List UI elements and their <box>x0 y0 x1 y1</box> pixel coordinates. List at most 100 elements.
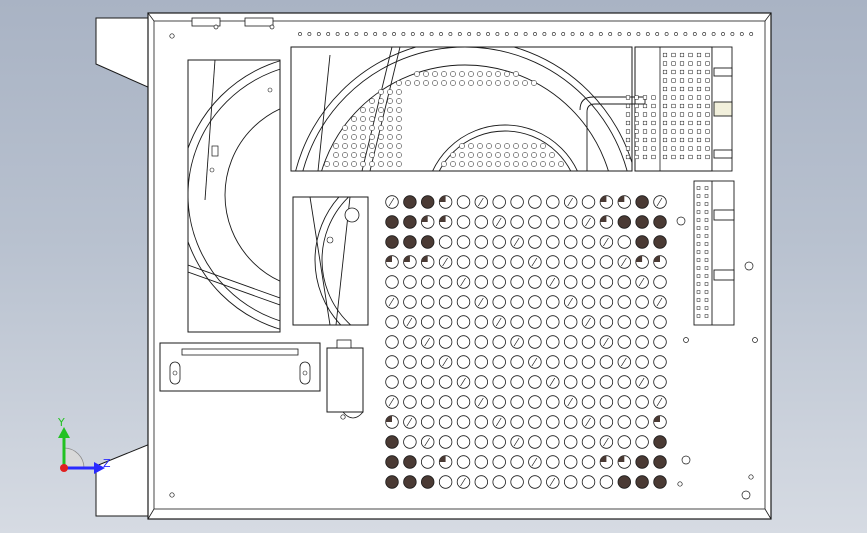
rail-hole <box>696 210 701 214</box>
perf-hole <box>696 146 702 151</box>
grille-hole-outline <box>385 375 399 389</box>
grille-hole <box>546 395 560 409</box>
grille-hole <box>378 161 384 167</box>
grille-hole-partial-shade <box>421 255 428 262</box>
grille-hole-edge <box>585 317 591 327</box>
rail-hole <box>696 274 701 278</box>
grille-hole-outline <box>528 235 542 249</box>
grille-hole <box>385 475 399 489</box>
grille-hole <box>492 335 506 349</box>
grille-hole <box>438 275 453 289</box>
grille-hole-edge <box>478 397 484 407</box>
grille-hole <box>528 415 542 429</box>
grille-hole-partial-shade <box>439 455 446 462</box>
grille-hole <box>360 107 366 113</box>
grille-hole-outline <box>581 375 596 389</box>
grille-hole <box>474 395 489 409</box>
grille-hole-outline <box>581 395 596 409</box>
grille-hole-shaded <box>403 215 417 229</box>
grille-hole <box>477 71 483 77</box>
perf-hole <box>688 69 693 75</box>
grille-hole-outline <box>599 475 614 489</box>
grille-hole <box>581 455 596 469</box>
rivet <box>335 32 340 36</box>
rivet <box>749 32 754 36</box>
perf-hole <box>662 154 668 160</box>
grille-hole-outline <box>510 435 524 449</box>
perf-hole <box>651 146 656 151</box>
rivet <box>730 32 735 36</box>
grille-hole <box>438 335 453 349</box>
perf-hole <box>662 95 668 100</box>
grille-hole-outline <box>456 455 471 469</box>
left-flange-top <box>95 17 151 89</box>
grille-hole-partial-shade <box>600 215 607 222</box>
grille-hole <box>378 89 384 95</box>
grille-hole <box>581 255 596 269</box>
grille-hole <box>635 295 649 309</box>
grille-hole-outline <box>421 295 435 309</box>
grille-hole <box>456 335 471 349</box>
rail-hole <box>696 242 701 246</box>
grille-hole <box>510 375 524 389</box>
rivet <box>598 32 603 36</box>
grille-hole <box>468 152 474 158</box>
grille-hole <box>385 195 399 209</box>
grille-hole <box>387 116 393 122</box>
perf-hole <box>688 103 693 109</box>
perf-hole <box>679 95 685 100</box>
grille-hole-outline <box>617 335 632 349</box>
grille-hole <box>474 315 489 329</box>
right-rail-upper <box>711 46 733 172</box>
grille-hole-partial-shade <box>385 255 392 262</box>
grille-hole-partial-shade <box>439 215 446 222</box>
grille-hole <box>510 315 524 329</box>
rail-hole <box>704 314 709 318</box>
grille-hole-edge <box>549 477 556 487</box>
grille-hole-outline <box>421 435 435 449</box>
grille-hole <box>486 71 492 77</box>
grille-hole <box>438 475 453 489</box>
grille-hole <box>564 455 578 469</box>
grille-hole-outline <box>474 475 489 489</box>
grille-hole <box>546 435 560 449</box>
grille-hole <box>492 375 506 389</box>
rail-hole <box>704 266 709 270</box>
grille-hole <box>421 315 435 329</box>
grille-hole <box>474 195 489 209</box>
grille-hole-outline <box>438 395 453 409</box>
grille-hole-edge <box>513 437 520 447</box>
perf-hole <box>625 137 631 143</box>
rivet <box>495 32 500 36</box>
grille-hole-outline <box>474 455 489 469</box>
grille-hole-outline <box>635 275 649 289</box>
grille-hole-outline <box>599 415 614 429</box>
perf-hole <box>688 95 693 100</box>
grille-hole <box>546 235 560 249</box>
grille-hole-outline <box>599 355 614 369</box>
grille-hole <box>492 435 506 449</box>
grille-hole <box>599 395 614 409</box>
grille-hole-outline <box>421 395 435 409</box>
grille-hole <box>456 375 471 389</box>
grille-hole <box>546 315 560 329</box>
grille-hole <box>438 415 453 429</box>
grille-hole-partial-shade <box>617 455 625 462</box>
grille-hole-outline <box>385 335 399 349</box>
grille-hole <box>378 152 384 158</box>
grille-hole <box>492 355 506 369</box>
perf-hole <box>662 61 668 66</box>
grille-hole-outline <box>492 315 506 329</box>
perf-hole <box>679 146 685 151</box>
grille-hole-edge <box>585 217 591 227</box>
grille-hole <box>564 435 578 449</box>
y-axis-arrowhead <box>58 427 70 438</box>
grille-hole-outline <box>421 335 435 349</box>
rivet <box>504 32 509 36</box>
grille-hole-shaded <box>635 215 649 229</box>
grille-hole <box>504 71 510 77</box>
grille-hole-outline <box>438 275 453 289</box>
grille-hole-partial-shade <box>635 255 643 262</box>
grille-hole <box>599 315 614 329</box>
